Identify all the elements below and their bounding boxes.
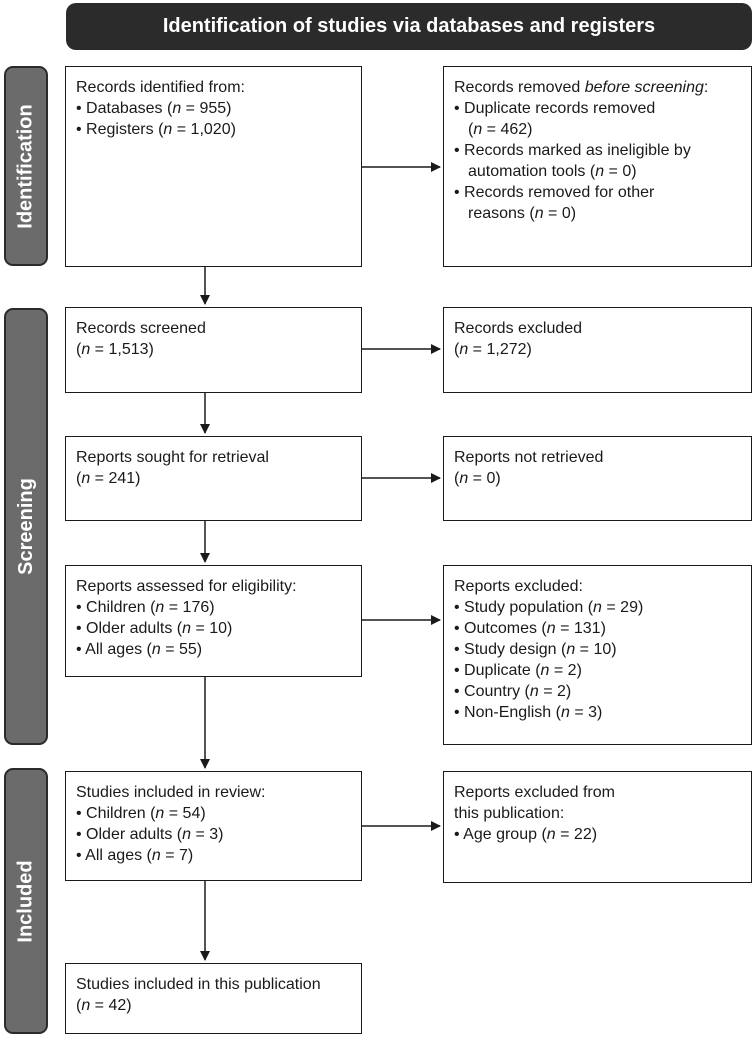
- box-title: Records removed before screening:: [454, 79, 709, 96]
- phase-identification: Identification: [4, 66, 48, 266]
- box-title: Reports not retrieved: [454, 449, 604, 466]
- box-records-excluded: Records excluded (n = 1,272): [443, 307, 752, 393]
- list-item: • Older adults (n = 10): [76, 620, 233, 637]
- list-item: • All ages (n = 7): [76, 847, 194, 864]
- box-studies-included-publication: Studies included in this publication (n …: [65, 963, 362, 1034]
- box-title: Studies included in review:: [76, 784, 266, 801]
- list-item: automation tools (n = 0): [468, 163, 637, 180]
- box-title: Records screened: [76, 320, 206, 337]
- list-item: (n = 462): [468, 121, 533, 138]
- box-reports-sought: Reports sought for retrieval (n = 241): [65, 436, 362, 521]
- list-item: • Non-English (n = 3): [454, 704, 603, 721]
- box-records-identified: Records identified from: • Databases (n …: [65, 66, 362, 267]
- list-item: • Registers (n = 1,020): [76, 121, 236, 138]
- box-title: Reports assessed for eligibility:: [76, 578, 297, 595]
- box-title: Reports sought for retrieval: [76, 449, 269, 466]
- box-title: Records identified from:: [76, 79, 245, 96]
- list-item: • Study population (n = 29): [454, 599, 644, 616]
- box-records-screened: Records screened (n = 1,513): [65, 307, 362, 393]
- diagram-header: Identification of studies via databases …: [66, 3, 752, 50]
- phase-included: Included: [4, 768, 48, 1034]
- box-studies-included-review: Studies included in review: • Children (…: [65, 771, 362, 881]
- box-count: (n = 1,272): [454, 341, 532, 358]
- box-reports-excluded-publication: Reports excluded from this publication: …: [443, 771, 752, 883]
- phase-screening: Screening: [4, 308, 48, 745]
- box-title: Studies included in this publication: [76, 976, 321, 993]
- list-item: • Records marked as ineligible by: [454, 142, 691, 159]
- list-item: • All ages (n = 55): [76, 641, 203, 658]
- box-reports-assessed: Reports assessed for eligibility: • Chil…: [65, 565, 362, 677]
- box-count: (n = 1,513): [76, 341, 154, 358]
- box-title: this publication:: [454, 805, 565, 822]
- box-reports-not-retrieved: Reports not retrieved (n = 0): [443, 436, 752, 521]
- box-count: (n = 241): [76, 470, 141, 487]
- list-item: • Duplicate records removed: [454, 100, 656, 117]
- list-item: • Databases (n = 955): [76, 100, 232, 117]
- list-item: • Older adults (n = 3): [76, 826, 224, 843]
- list-item: • Outcomes (n = 131): [454, 620, 606, 637]
- list-item: • Children (n = 54): [76, 805, 206, 822]
- box-title: Records excluded: [454, 320, 583, 337]
- list-item: • Duplicate (n = 2): [454, 662, 582, 679]
- box-title: Reports excluded:: [454, 578, 583, 595]
- list-item: • Country (n = 2): [454, 683, 572, 700]
- box-count: (n = 0): [454, 470, 501, 487]
- box-title: Reports excluded from: [454, 784, 615, 801]
- box-records-removed: Records removed before screening: • Dupl…: [443, 66, 752, 267]
- box-count: (n = 42): [76, 997, 132, 1014]
- list-item: • Study design (n = 10): [454, 641, 617, 658]
- list-item: reasons (n = 0): [468, 205, 577, 222]
- box-reports-excluded: Reports excluded: • Study population (n …: [443, 565, 752, 745]
- list-item: • Children (n = 176): [76, 599, 215, 616]
- list-item: • Age group (n = 22): [454, 826, 598, 843]
- list-item: • Records removed for other: [454, 184, 655, 201]
